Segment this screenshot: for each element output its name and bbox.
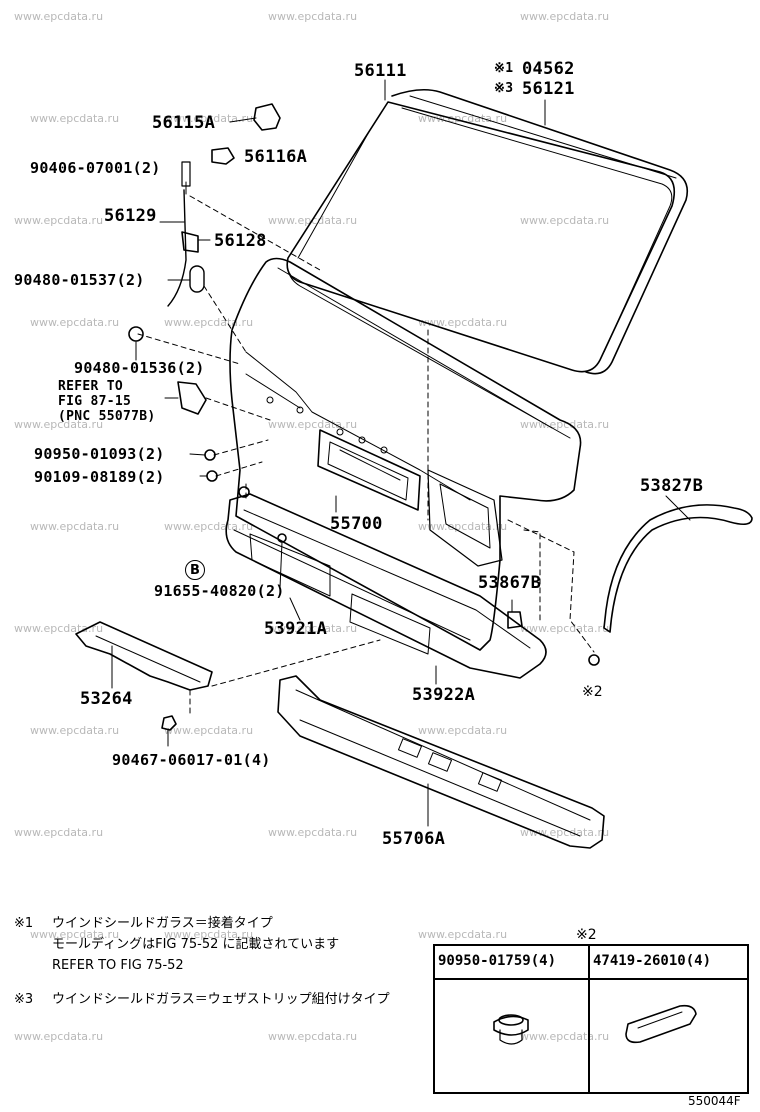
window-glass xyxy=(286,101,676,373)
part-label-53921A: 53921A xyxy=(264,619,328,639)
reference-circle-b: B xyxy=(185,560,205,580)
part-label-56116A: 56116A xyxy=(244,147,308,167)
part-label-90480-01537: 90480-01537(2) xyxy=(14,271,145,289)
weatherstrip xyxy=(391,88,689,375)
note-mark-3: ※3 xyxy=(494,81,514,96)
back-door-rail xyxy=(277,675,605,849)
note-1-line3: REFER TO FIG 75-52 xyxy=(52,958,184,973)
watermark-text: www.epcdata.ru xyxy=(268,10,358,23)
note-1-mark: ※1 xyxy=(14,916,34,931)
part-label-04562: 04562 xyxy=(522,59,575,79)
note-1-line1: ウインドシールドガラス＝接着タイプ xyxy=(52,916,273,931)
refer-note-line1: REFER TO xyxy=(58,379,124,394)
note-3-line1: ウインドシールドガラス＝ウェザストリップ組付けタイプ xyxy=(52,992,390,1007)
part-label-56128: 56128 xyxy=(214,231,267,251)
parts-box-header-1: 90950-01759(4) xyxy=(438,953,557,969)
part-label-55700: 55700 xyxy=(330,514,383,534)
watermark-text: www.epcdata.ru xyxy=(30,928,120,941)
parts-box-divider-h xyxy=(435,978,747,980)
watermark-text: www.epcdata.ru xyxy=(520,418,610,431)
step-plate xyxy=(75,621,213,691)
watermark-text: www.epcdata.ru xyxy=(164,928,254,941)
watermark-text: www.epcdata.ru xyxy=(520,826,610,839)
watermark-text: www.epcdata.ru xyxy=(418,724,508,737)
note-1-line2: モールディングはFIG 75-52 に記載されています xyxy=(52,937,340,952)
parts-box: 90950-01759(4) 47419-26010(4) xyxy=(433,944,749,1094)
back-door-panel xyxy=(229,257,582,651)
watermark-text: www.epcdata.ru xyxy=(14,826,104,839)
part-label-91655-40820: 91655-40820(2) xyxy=(154,582,285,600)
watermark-text: www.epcdata.ru xyxy=(164,724,254,737)
note-mark-1: ※1 xyxy=(494,61,514,76)
watermark-text: www.epcdata.ru xyxy=(14,10,104,23)
watermark-text: www.epcdata.ru xyxy=(268,622,358,635)
watermark-text: www.epcdata.ru xyxy=(418,520,508,533)
part-label-90480-01536: 90480-01536(2) xyxy=(74,359,205,377)
parts-box-header-2: 47419-26010(4) xyxy=(593,953,712,969)
watermark-text: www.epcdata.ru xyxy=(30,520,120,533)
side-molding xyxy=(603,504,753,633)
part-label-53922A: 53922A xyxy=(412,685,476,705)
note-3-mark: ※3 xyxy=(14,992,34,1007)
part-label-53264: 53264 xyxy=(80,689,133,709)
watermark-text: www.epcdata.ru xyxy=(418,928,508,941)
part-label-90467-06017-01: 90467-06017-01(4) xyxy=(112,751,271,769)
watermark-text: www.epcdata.ru xyxy=(164,316,254,329)
lower-garnish xyxy=(225,493,547,679)
watermark-text: www.epcdata.ru xyxy=(520,622,610,635)
note-mark-2: ※2 xyxy=(582,684,603,700)
refer-note-line2: FIG 87-15 xyxy=(58,394,132,409)
watermark-text: www.epcdata.ru xyxy=(520,10,610,23)
part-label-53827B: 53827B xyxy=(640,476,704,496)
parts-box-divider-v xyxy=(588,946,590,1092)
part-label-56111: 56111 xyxy=(354,61,407,81)
watermark-text: www.epcdata.ru xyxy=(520,214,610,227)
watermark-text: www.epcdata.ru xyxy=(14,418,104,431)
watermark-text: www.epcdata.ru xyxy=(268,418,358,431)
watermark-text: www.epcdata.ru xyxy=(268,1030,358,1043)
watermark-text: www.epcdata.ru xyxy=(520,1030,610,1043)
refer-note-line3: (PNC 55077B) xyxy=(58,409,156,424)
part-label-55706A: 55706A xyxy=(382,829,446,849)
parts-box-mark: ※2 xyxy=(576,927,597,943)
watermark-text: www.epcdata.ru xyxy=(30,724,120,737)
part-label-90950-01093: 90950-01093(2) xyxy=(34,445,165,463)
part-label-90406-07001: 90406-07001(2) xyxy=(30,159,161,177)
grommet-icons xyxy=(493,1004,697,1045)
watermark-text: www.epcdata.ru xyxy=(418,316,508,329)
part-label-56129: 56129 xyxy=(104,206,157,226)
figure-id: 550044F xyxy=(688,1094,741,1108)
watermark-text: www.epcdata.ru xyxy=(30,112,120,125)
part-label-56121: 56121 xyxy=(522,79,575,99)
part-label-53867B: 53867B xyxy=(478,573,542,593)
part-label-90109-08189: 90109-08189(2) xyxy=(34,468,165,486)
watermark-text: www.epcdata.ru xyxy=(14,1030,104,1043)
watermark-text: www.epcdata.ru xyxy=(268,826,358,839)
watermark-text: www.epcdata.ru xyxy=(30,316,120,329)
part-label-56115A: 56115A xyxy=(152,113,216,133)
watermark-text: www.epcdata.ru xyxy=(164,520,254,533)
watermark-text: www.epcdata.ru xyxy=(14,214,104,227)
